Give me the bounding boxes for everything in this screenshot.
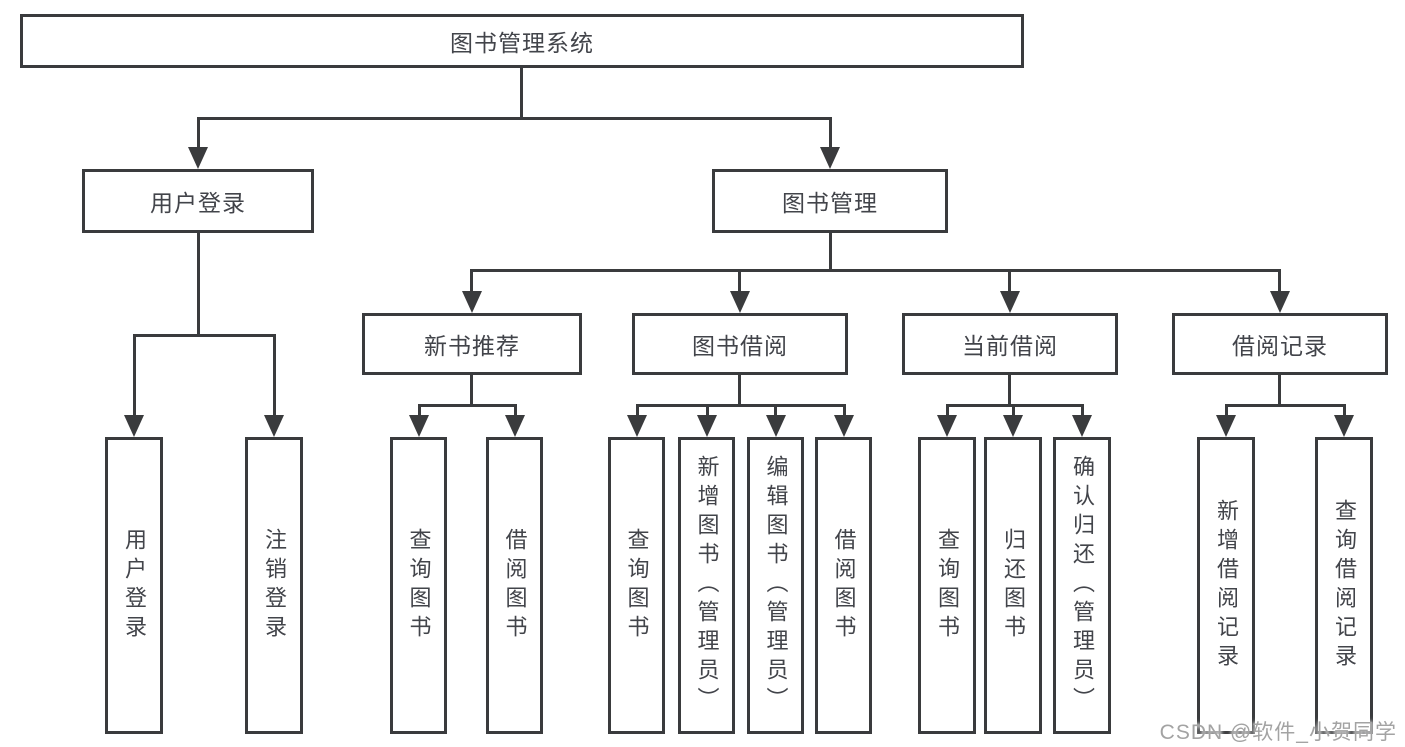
connector-line [514, 404, 517, 417]
connector-line [1225, 404, 1228, 417]
connector-line [843, 404, 846, 417]
arrow-down-icon [505, 415, 525, 437]
arrow-down-icon [462, 291, 482, 313]
connector-line [1008, 375, 1011, 406]
node-label: 图书借阅 [692, 333, 788, 359]
arrow-down-icon [264, 415, 284, 437]
connector-line [520, 68, 523, 118]
connector-line [197, 117, 832, 120]
connector-line [636, 404, 639, 417]
arrow-down-icon [937, 415, 957, 437]
connector-line [1012, 404, 1015, 417]
connector-line [470, 375, 473, 406]
connector-line [471, 269, 1281, 272]
node-current-borrowing: 当前借阅 [902, 313, 1118, 375]
node-label: 借阅图书 [831, 527, 857, 644]
csdn-watermark: CSDN @软件_小贺同学 [1159, 721, 1397, 744]
node-label: 图书管理系统 [450, 30, 594, 56]
node-logout: 注销登录 [245, 437, 303, 734]
node-label: 确认归还（管理员） [1070, 455, 1095, 716]
connector-line [1343, 404, 1346, 417]
arrow-down-icon [188, 147, 208, 169]
node-borrow-books-leaf: 借阅图书 [815, 437, 872, 734]
node-borrowing-records: 借阅记录 [1172, 313, 1388, 375]
node-label: 借阅图书 [502, 527, 528, 644]
arrow-down-icon [409, 415, 429, 437]
connector-line [738, 375, 741, 406]
node-label: 借阅记录 [1232, 333, 1328, 359]
connector-line [636, 404, 845, 407]
node-label: 查询图书 [624, 527, 650, 644]
arrow-down-icon [834, 415, 854, 437]
connector-line [1008, 269, 1011, 295]
connector-line [418, 404, 517, 407]
node-book-management-system: 图书管理系统 [20, 14, 1024, 68]
connector-line [829, 233, 832, 272]
node-confirm-return-admin: 确认归还（管理员） [1053, 437, 1111, 734]
connector-line [470, 269, 473, 295]
arrow-down-icon [1003, 415, 1023, 437]
node-label: 新增借阅记录 [1214, 498, 1239, 673]
arrow-down-icon [1270, 291, 1290, 313]
node-label: 查询借阅记录 [1332, 498, 1357, 673]
arrow-down-icon [1334, 415, 1354, 437]
connector-line [133, 334, 276, 337]
connector-line [1278, 269, 1281, 295]
node-label: 查询图书 [935, 527, 960, 644]
node-add-books-admin: 新增图书（管理员） [678, 437, 735, 734]
node-label: 当前借阅 [962, 333, 1058, 359]
node-user-login: 用户登录 [82, 169, 314, 233]
node-edit-books-admin: 编辑图书（管理员） [747, 437, 804, 734]
arrow-down-icon [1072, 415, 1092, 437]
node-borrow-books-recommend: 借阅图书 [486, 437, 543, 734]
node-book-borrowing: 图书借阅 [632, 313, 848, 375]
node-label: 新增图书（管理员） [694, 455, 720, 716]
node-label: 用户登录 [150, 190, 246, 216]
arrow-down-icon [1216, 415, 1236, 437]
connector-line [1225, 404, 1345, 407]
node-query-books-recommend: 查询图书 [390, 437, 447, 734]
connector-line [197, 117, 200, 149]
node-user-login-leaf: 用户登录 [105, 437, 163, 734]
arrow-down-icon [766, 415, 786, 437]
node-query-borrow-record: 查询借阅记录 [1315, 437, 1373, 734]
node-label: 查询图书 [406, 527, 432, 644]
connector-line [774, 404, 777, 417]
connector-line [418, 404, 421, 417]
arrow-down-icon [730, 291, 750, 313]
connector-line [273, 334, 276, 416]
node-label: 用户登录 [122, 527, 147, 644]
node-label: 编辑图书（管理员） [763, 455, 789, 716]
node-label: 图书管理 [782, 190, 878, 216]
node-book-management: 图书管理 [712, 169, 948, 233]
connector-line [829, 117, 832, 149]
arrow-down-icon [820, 147, 840, 169]
connector-line [946, 404, 949, 417]
node-label: 注销登录 [262, 527, 287, 644]
connector-line [1278, 375, 1281, 406]
node-new-book-recommendation: 新书推荐 [362, 313, 582, 375]
arrow-down-icon [124, 415, 144, 437]
connector-line [197, 233, 200, 336]
node-add-borrow-record: 新增借阅记录 [1197, 437, 1255, 734]
node-label: 新书推荐 [424, 333, 520, 359]
arrow-down-icon [627, 415, 647, 437]
node-query-books-current: 查询图书 [918, 437, 976, 734]
connector-line [133, 334, 136, 416]
connector-line [706, 404, 709, 417]
node-label: 归还图书 [1001, 527, 1026, 644]
arrow-down-icon [1000, 291, 1020, 313]
arrow-down-icon [697, 415, 717, 437]
node-query-books-borrowing: 查询图书 [608, 437, 665, 734]
connector-line [738, 269, 741, 295]
connector-line [1081, 404, 1084, 417]
node-return-books: 归还图书 [984, 437, 1042, 734]
